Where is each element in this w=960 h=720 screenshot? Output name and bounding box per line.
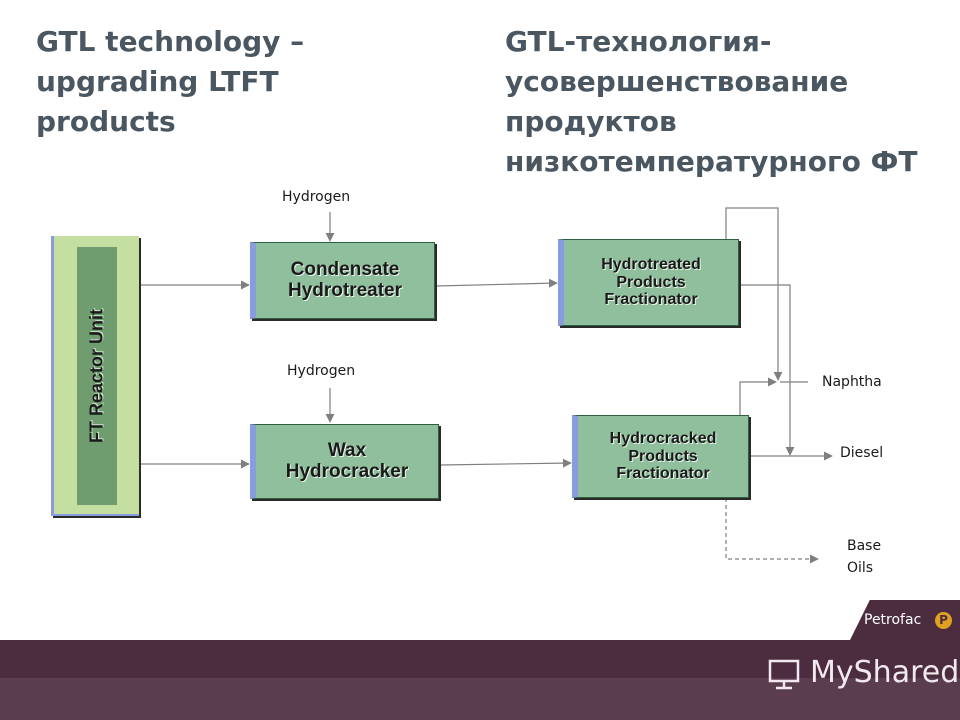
diesel-label: Diesel xyxy=(840,445,884,461)
title-russian-line: усовершенствование xyxy=(505,65,849,98)
footer-band xyxy=(0,640,960,678)
box-line: Fractionator xyxy=(604,291,698,309)
naphtha-label: Naphtha xyxy=(822,374,882,390)
arrow-wax-to-fractionator xyxy=(439,458,572,468)
box-line: Products xyxy=(616,273,686,291)
condensate-hydrotreater-box: Condensate Hydrotreater xyxy=(250,242,435,319)
line-hydrotreated-top-recycle xyxy=(725,207,783,381)
base-oils-line: Base xyxy=(847,538,882,554)
box-line: Hydrotreater xyxy=(287,279,403,301)
box-line: Hydrotreated xyxy=(601,256,701,274)
wax-hydrocracker-box: Wax Hydrocracker xyxy=(250,424,439,499)
arrow-hydrocracked-to-base-oils xyxy=(725,498,819,564)
arrow-condensate-to-fractionator xyxy=(435,278,558,288)
petrofac-logo-icon: P xyxy=(935,612,952,629)
title-russian-line: GTL-технология- xyxy=(505,25,772,58)
hydrotreated-products-fractionator-box: Hydrotreated Products Fractionator xyxy=(558,239,739,326)
base-oils-label: Base Oils xyxy=(847,535,881,579)
ft-reactor-label: FT Reactor Unit xyxy=(86,308,107,444)
title-english-line: GTL technology – xyxy=(36,25,305,58)
title-english-line: products xyxy=(36,105,176,138)
presentation-icon xyxy=(768,659,800,690)
title-russian: GTL-технология- усовершенствование проду… xyxy=(505,22,917,182)
base-oils-line: Oils xyxy=(847,560,874,576)
ft-reactor-core xyxy=(77,247,117,505)
footer-bottom-band xyxy=(0,678,960,720)
title-english-line: upgrading LTFT xyxy=(36,65,279,98)
title-russian-line: продуктов xyxy=(505,105,677,138)
box-line: Products xyxy=(628,447,698,465)
hydrogen-label-top: Hydrogen xyxy=(282,189,351,205)
watermark-text: MyShared xyxy=(810,655,960,690)
box-line: Wax xyxy=(327,439,367,461)
title-english: GTL technology – upgrading LTFT products xyxy=(36,22,304,142)
box-line: Fractionator xyxy=(616,465,710,483)
title-russian-line: низкотемпературного ФТ xyxy=(505,145,918,178)
line-hydrotreated-to-diesel xyxy=(740,284,795,456)
box-line: Hydrocracked xyxy=(609,430,717,448)
hydrocracked-products-fractionator-box: Hydrocracked Products Fractionator xyxy=(572,415,749,498)
brand-name: Petrofac xyxy=(864,612,922,628)
hydrogen-label-bottom: Hydrogen xyxy=(287,363,356,379)
box-line: Hydrocracker xyxy=(285,460,409,482)
line-hydrocracked-to-naphtha xyxy=(739,377,777,415)
box-line: Condensate xyxy=(290,258,400,280)
